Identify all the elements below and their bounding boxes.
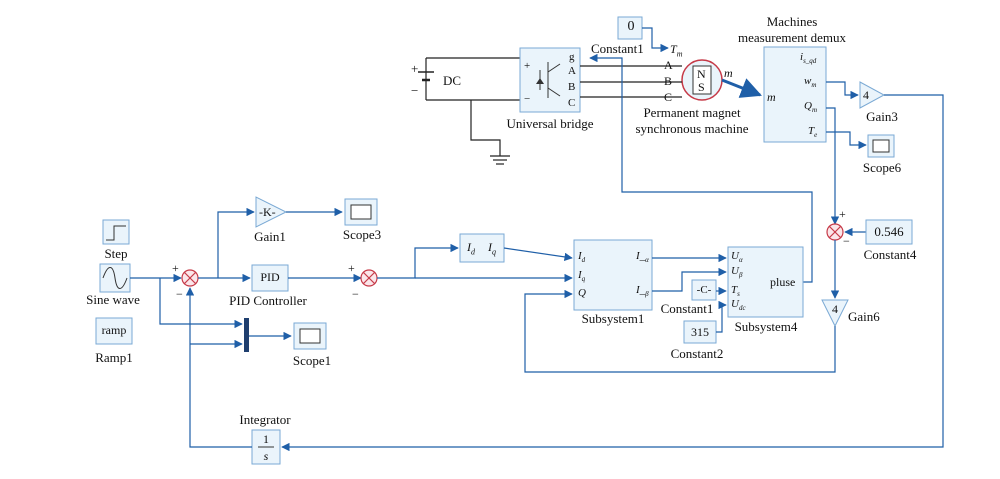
pid-label: PID Controller — [229, 293, 307, 308]
scope3-block[interactable] — [344, 198, 378, 226]
machines-measurement-demux[interactable] — [763, 46, 827, 143]
universal-bridge-block[interactable] — [519, 47, 581, 113]
ramp1-label: Ramp1 — [95, 350, 133, 365]
constant1b-label: Constant1 — [660, 301, 714, 316]
sum3-plus: + — [839, 207, 846, 221]
step-label: Step — [104, 246, 128, 261]
pmsm-n: N — [697, 67, 706, 81]
pmsm-port-b: B — [664, 74, 673, 88]
ramp1-block[interactable] — [95, 317, 133, 345]
step-block[interactable] — [102, 219, 130, 245]
gain6-label: Gain6 — [848, 309, 880, 324]
integrator-den: s — [263, 449, 269, 463]
bridge-port-a: A — [568, 65, 576, 77]
scope1-block[interactable] — [293, 322, 327, 350]
gain3-value: 4 — [863, 88, 869, 102]
bridge-port-g: g — [569, 51, 575, 63]
sum3-block[interactable] — [826, 223, 844, 241]
id-iq-block[interactable] — [459, 233, 505, 263]
pmsm-label-2: synchronous machine — [635, 121, 749, 136]
sum2-minus: − — [352, 287, 359, 301]
sub1-in-id: Id — [578, 250, 586, 265]
bridge-port-b: B — [568, 81, 576, 93]
gain3-block[interactable] — [859, 81, 886, 109]
pmsm-label-1: Permanent magnet — [643, 105, 741, 120]
dc-plus: + — [411, 61, 419, 76]
sum3-minus: − — [843, 234, 850, 248]
demux-label-1: Machines — [766, 14, 818, 29]
integrator-num: 1 — [263, 432, 269, 446]
sub4-in-ts: Ts — [731, 284, 740, 299]
subsystem1-label: Subsystem1 — [581, 311, 645, 326]
subsystem1-block[interactable] — [573, 239, 653, 311]
sum2-block[interactable] — [360, 269, 378, 287]
constant2-label: Constant2 — [670, 346, 724, 361]
integrator-block[interactable] — [251, 429, 281, 465]
sub4-in-udc: Udc — [731, 298, 746, 313]
pmsm-port-tm: Tm — [670, 42, 683, 59]
idiq-out: Iq — [488, 240, 496, 257]
pid-controller-block[interactable] — [251, 264, 289, 292]
sub4-in-ua: Uα — [731, 250, 743, 265]
demux-out-te: Te — [808, 125, 818, 140]
sub1-out-ia: I_α — [636, 250, 649, 265]
sum1-plus: + — [172, 261, 179, 275]
pmsm-out-m: m — [724, 66, 733, 80]
pmsm-port-a: A — [664, 58, 673, 72]
gain6-value: 4 — [832, 302, 838, 316]
gain3-label: Gain3 — [866, 109, 898, 124]
sine-wave-block[interactable] — [99, 263, 131, 293]
constant2-value: 315 — [691, 325, 709, 339]
sum1-block[interactable] — [181, 269, 199, 287]
gain1-block[interactable] — [255, 196, 288, 228]
sub4-in-ub: Uβ — [731, 265, 743, 280]
mux-bar[interactable] — [244, 318, 249, 352]
demux-out-is: is_qd — [800, 51, 817, 66]
constant1b-value: -C- — [696, 284, 712, 296]
pmsm-block[interactable] — [681, 59, 723, 101]
demux-out-qm: Qm — [804, 100, 818, 115]
gain1-label: Gain1 — [254, 229, 286, 244]
sub4-out-pluse: pluse — [770, 275, 796, 289]
bridge-plus: + — [524, 60, 531, 72]
sub1-in-iq: Iq — [578, 269, 586, 284]
constant1-label: Constant1 — [591, 41, 644, 56]
constant1-value: 0 — [627, 19, 635, 34]
scope3-label: Scope3 — [342, 227, 382, 242]
sine-wave-label: Sine wave — [86, 292, 140, 307]
subsystem4-block[interactable] — [727, 246, 804, 318]
constant4-label: Constant4 — [863, 247, 917, 262]
constant4-value: 0.546 — [874, 224, 904, 239]
bridge-port-c: C — [568, 97, 576, 109]
dc-label: DC — [443, 73, 462, 88]
integrator-label: Integrator — [239, 412, 291, 427]
dc-source[interactable] — [418, 57, 520, 101]
bridge-minus: − — [524, 93, 531, 105]
scope1-label: Scope1 — [292, 353, 332, 368]
gain6-block[interactable] — [821, 299, 849, 328]
constant1b-block[interactable] — [691, 279, 717, 301]
ramp1-value: ramp — [101, 323, 127, 337]
sub1-out-ib: I_β — [636, 284, 649, 299]
sub1-in-q: Q — [578, 287, 586, 299]
demux-label-2: measurement demux — [738, 30, 846, 45]
scope6-block[interactable] — [867, 134, 895, 158]
ground-symbol — [470, 100, 510, 165]
subsystem4-label: Subsystem4 — [734, 319, 798, 334]
idiq-in: Id — [467, 240, 475, 257]
demux-out-wm: wm — [804, 75, 817, 90]
pid-value: PID — [260, 270, 280, 284]
scope6-label: Scope6 — [862, 160, 902, 175]
pmsm-port-c: C — [664, 90, 673, 104]
constant4-block[interactable] — [865, 219, 913, 245]
bridge-label: Universal bridge — [506, 116, 594, 131]
sum2-plus: + — [348, 261, 355, 275]
gain1-value: -K- — [259, 205, 276, 219]
dc-minus: − — [411, 83, 419, 98]
sum1-minus: − — [176, 287, 183, 301]
demux-in-m: m — [767, 90, 776, 104]
pmsm-s: S — [698, 80, 705, 94]
